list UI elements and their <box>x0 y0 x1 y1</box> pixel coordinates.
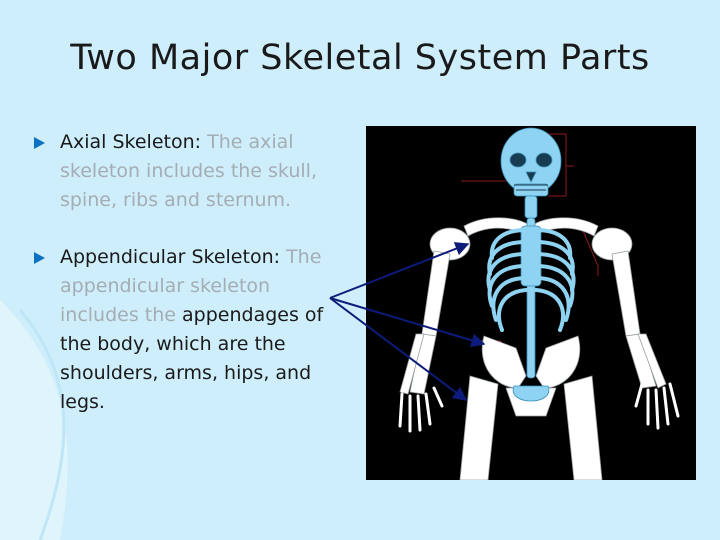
bullet-heading: Appendicular Skeleton: <box>60 246 281 268</box>
bullet-axial: Axial Skeleton: The axial skeleton inclu… <box>30 128 350 215</box>
bullet-detail: The appendicular skeleton includes the <box>60 246 322 326</box>
bullet-appendicular: Appendicular Skeleton: The appendicular … <box>30 243 350 417</box>
bullet-detail-continued: appendages of the body, which are the sh… <box>60 304 324 413</box>
skeleton-figure <box>366 126 696 480</box>
bullet-arrow-icon <box>34 137 45 149</box>
bullet-heading: Axial Skeleton: <box>60 131 202 153</box>
bullet-list: Axial Skeleton: The axial skeleton inclu… <box>30 128 350 417</box>
bullet-detail: The axial skeleton includes the skull, s… <box>60 131 317 211</box>
bullet-arrow-icon <box>34 252 45 264</box>
human-skeleton-illustration-icon <box>398 127 680 480</box>
slide-title: Two Major Skeletal System Parts <box>70 38 650 78</box>
